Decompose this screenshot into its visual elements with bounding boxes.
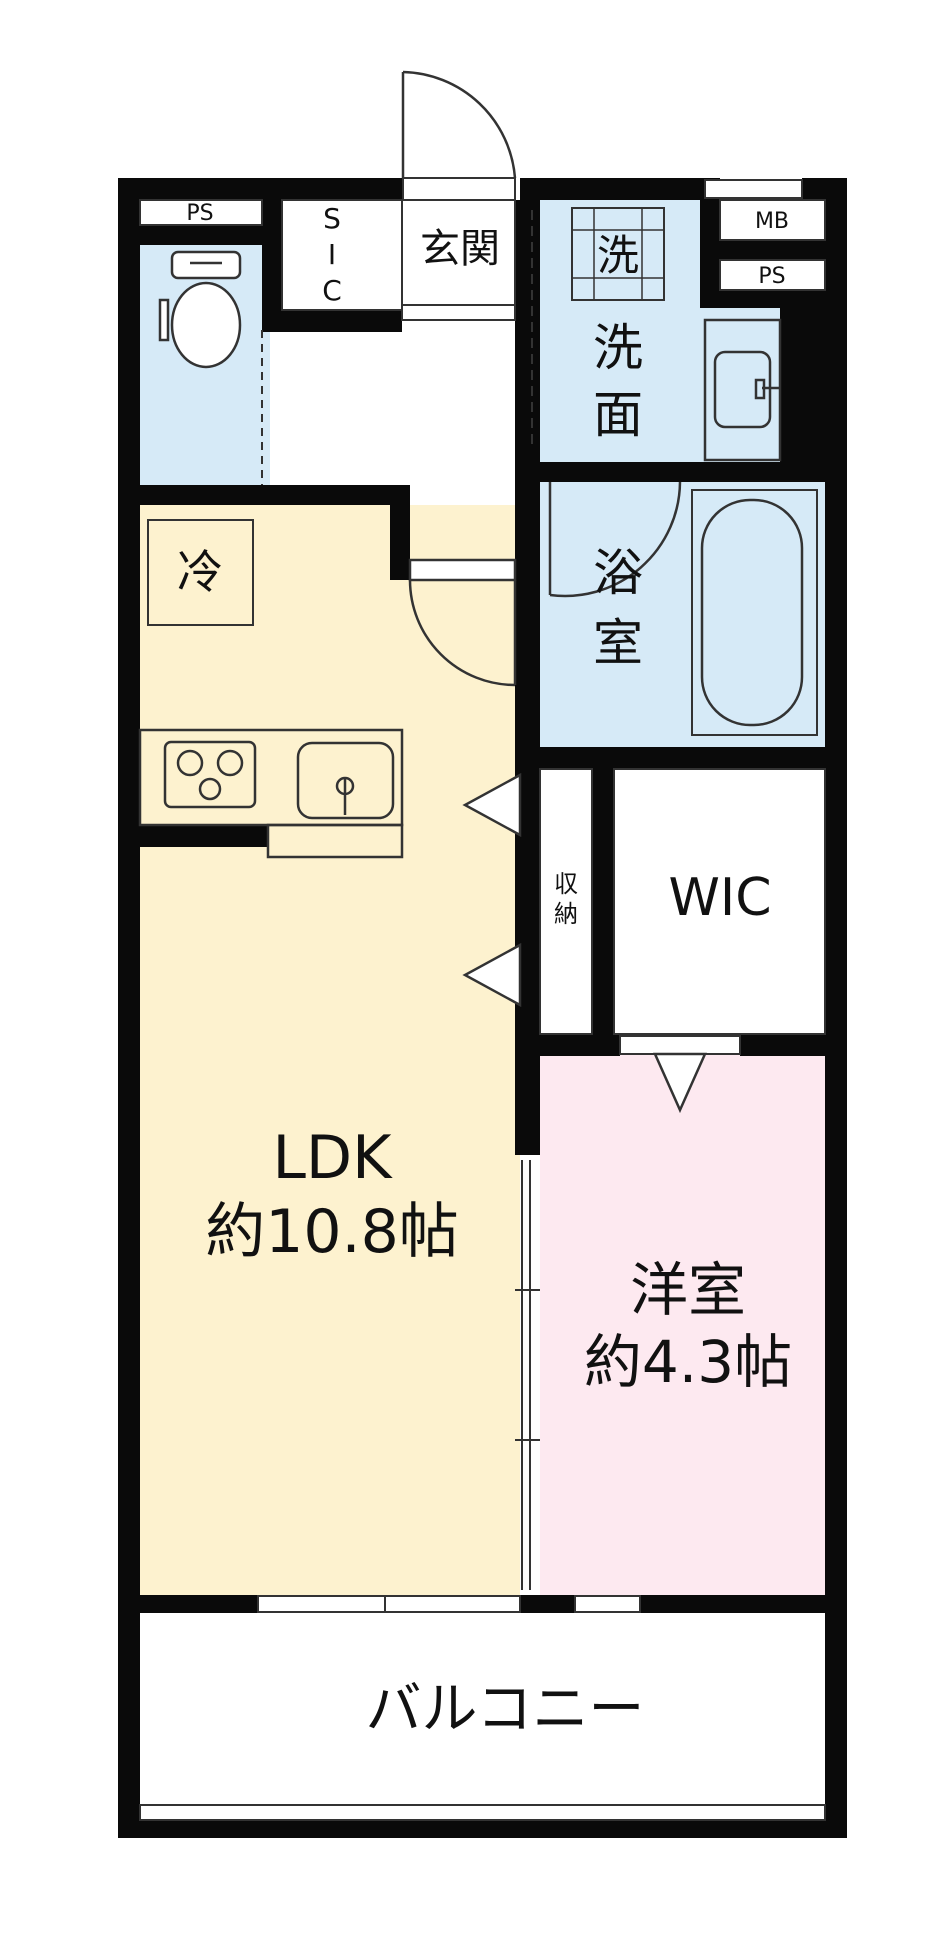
ps-top-left-label: PS — [186, 201, 213, 226]
mb-box — [719, 199, 826, 241]
western-sliding-door — [515, 1160, 540, 1590]
balcony-rail — [139, 1804, 826, 1821]
western-name-label: 洋室 — [630, 1256, 746, 1324]
bathtub-inner — [700, 498, 804, 727]
storage-label-2: 納 — [554, 900, 578, 928]
fridge-box — [147, 519, 254, 626]
storage-door-marks — [462, 772, 522, 1008]
entrance-door — [401, 70, 517, 179]
walls — [118, 178, 847, 1838]
washer-grid — [572, 208, 664, 300]
kitchen-counter — [138, 728, 404, 859]
entrance-label: 玄関 — [420, 226, 500, 272]
ldk-door — [408, 558, 517, 687]
stove-icon — [163, 740, 257, 809]
bath-door — [548, 481, 682, 598]
western-room-area — [540, 1055, 825, 1595]
basin-icon — [703, 318, 782, 462]
ldk-area — [140, 505, 520, 1595]
washer-mark-label: 洗 — [597, 231, 639, 280]
entrance-frame — [402, 177, 516, 201]
balcony-area — [140, 1612, 825, 1812]
washroom-label-2: 面 — [593, 386, 643, 444]
bathtub — [691, 489, 818, 736]
bath-label-1: 浴 — [593, 544, 643, 602]
bath-label-2: 室 — [593, 614, 643, 672]
sic-c-label: C — [322, 274, 342, 307]
ps-top-left-box — [139, 199, 263, 226]
western-size-label: 約4.3帖 — [584, 1328, 792, 1396]
sic-box — [281, 199, 403, 311]
ps-right-box — [719, 259, 826, 291]
mb-label: MB — [755, 209, 789, 234]
storage-box — [539, 768, 593, 1035]
wic-door-mark — [653, 1052, 707, 1114]
balcony-label: バルコニー — [366, 1677, 645, 1742]
washer-pan — [571, 207, 665, 301]
toilet-fixture — [158, 250, 242, 369]
windows — [257, 179, 803, 1613]
sic-s-label: S — [323, 202, 341, 235]
ldk-size-label: 約10.8帖 — [205, 1197, 459, 1267]
washroom-label-1: 洗 — [593, 319, 643, 377]
ldk-name-label: LDK — [273, 1123, 394, 1193]
storage-label-1: 収 — [554, 870, 578, 898]
genkan-box — [401, 199, 516, 321]
sink-icon — [296, 741, 395, 820]
sic-i-label: I — [328, 238, 336, 271]
fridge-label: 冷 — [177, 545, 223, 599]
wic-label: WIC — [668, 868, 771, 928]
wic-door — [619, 1035, 741, 1055]
ps-right-label: PS — [758, 264, 785, 289]
wic-box — [613, 768, 826, 1035]
